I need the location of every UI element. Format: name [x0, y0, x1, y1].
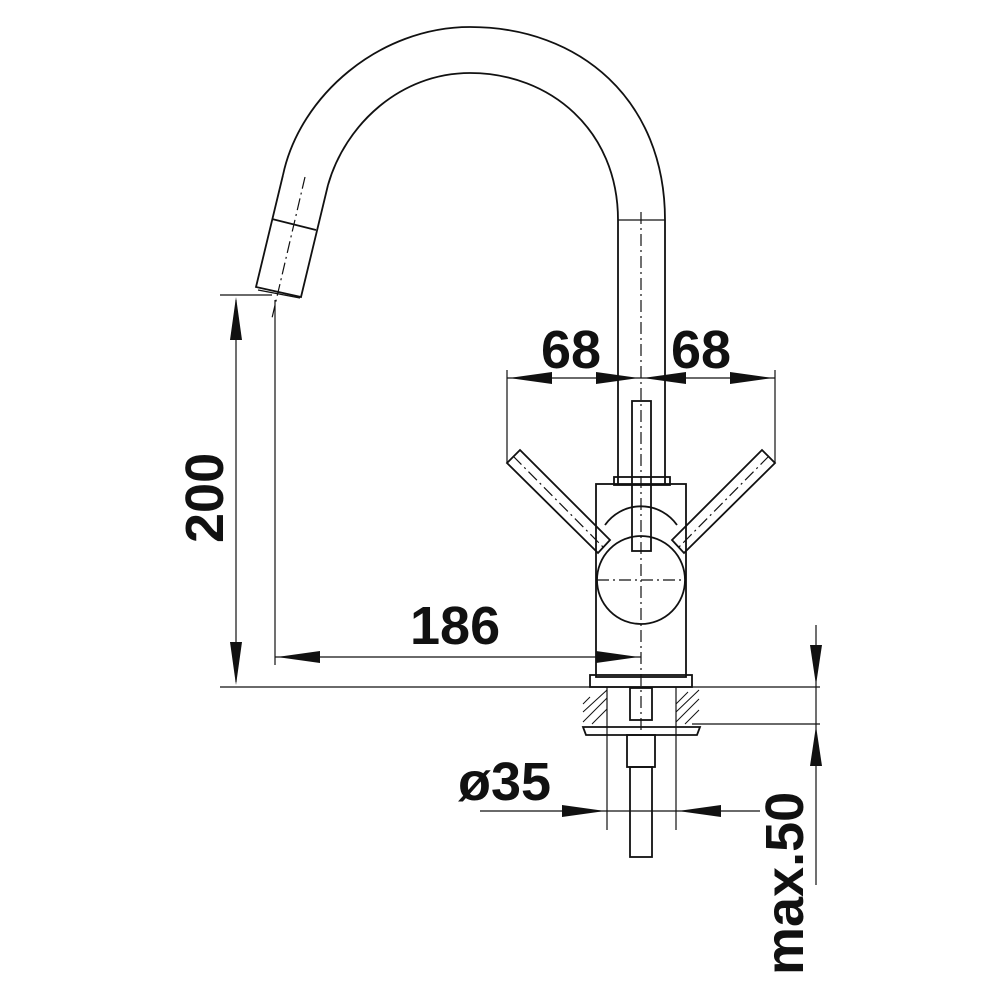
dimension-spout-height: 200	[175, 453, 235, 543]
counter-and-mount	[220, 686, 820, 858]
counter-hatch	[582, 689, 700, 725]
dimension-spout-reach: 186	[410, 596, 500, 656]
dimension-max-thickness: max.50	[755, 792, 815, 975]
dimension-lines	[220, 294, 822, 885]
dimension-hole-diameter: ø35	[458, 752, 551, 812]
spout	[254, 26, 666, 740]
dimension-left-handle: 68	[541, 320, 601, 380]
dimension-right-handle: 68	[671, 320, 731, 380]
handle	[505, 400, 777, 555]
